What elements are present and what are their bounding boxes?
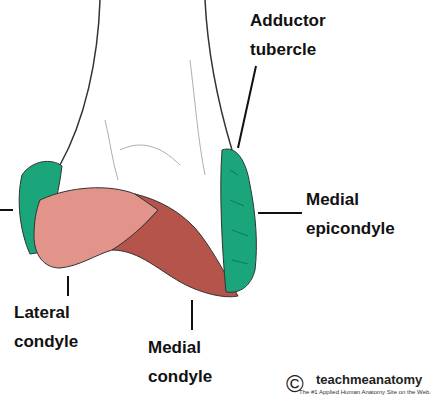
part-label: Medial condyle [148, 333, 230, 391]
leader-line [0, 209, 13, 211]
medial-condyle [112, 194, 238, 297]
leader-line [67, 276, 69, 296]
part-label: Medial epicondyle [306, 185, 426, 243]
part-label: Lateral condyle [14, 298, 94, 356]
part-label: Adductor tubercle [250, 6, 345, 64]
shaft-outline [205, 0, 232, 150]
medial-epicondyle [221, 149, 257, 292]
shading-line [230, 170, 248, 264]
femur-shaft [60, 0, 232, 200]
leader-line [258, 212, 302, 214]
shading-line [105, 60, 205, 180]
leader-line [238, 66, 256, 148]
watermark: teachmeanatomy [316, 373, 422, 387]
shaft-outline [60, 0, 100, 165]
watermark: The #1 Applied Human Anatomy Site on the… [299, 389, 431, 396]
leader-line [191, 300, 193, 330]
